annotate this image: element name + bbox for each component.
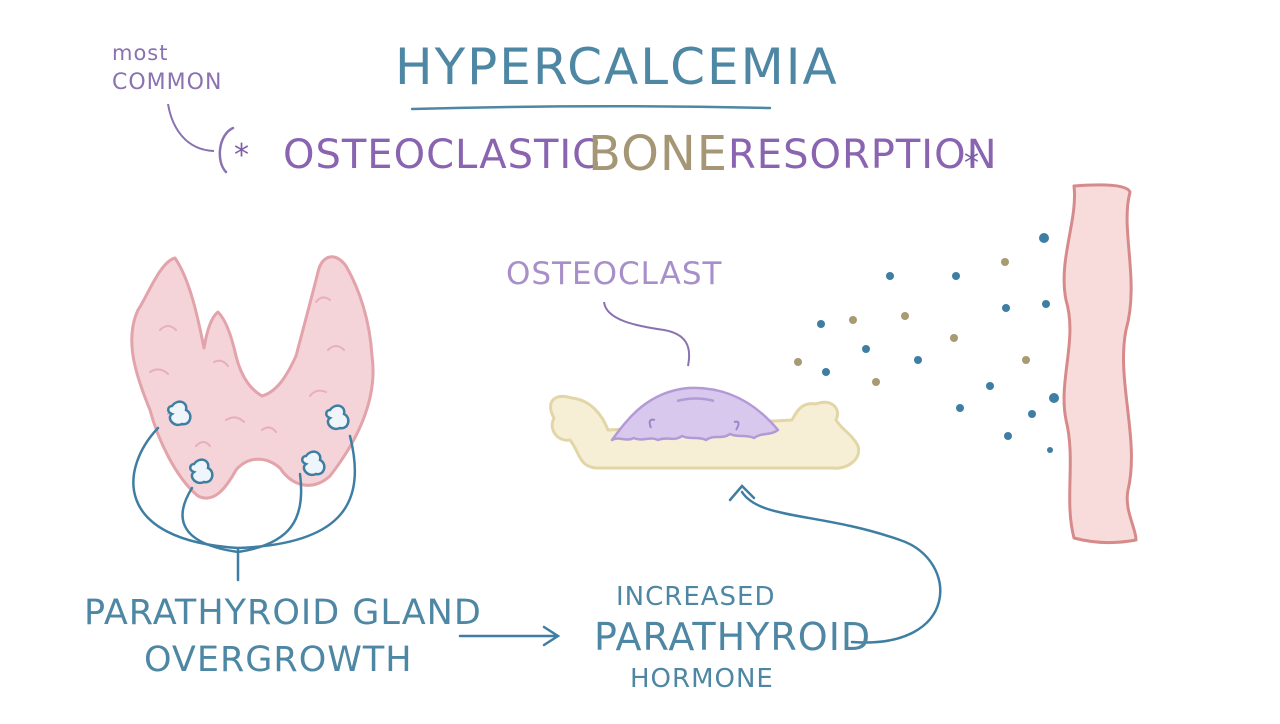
- parathyroid-nodule-4: [301, 450, 326, 477]
- subtitle-resorption: Resorption: [728, 132, 998, 178]
- subtitle-marker-left: *: [234, 138, 250, 173]
- subtitle-marker-right: *: [964, 146, 980, 181]
- subtitle-bracket: [218, 126, 235, 174]
- effect-label-line-3: Hormone: [630, 664, 774, 694]
- subtitle-bone: Bone: [588, 126, 729, 182]
- thyroid-body: [130, 255, 375, 500]
- diagram-title: Hypercalcemia: [395, 38, 839, 96]
- parathyroid-pointer-lines: [132, 426, 357, 582]
- thyroid-gland: [130, 255, 375, 500]
- effect-label-line-1: Increased: [616, 582, 776, 612]
- cause-label-line-2: Overgrowth: [144, 640, 413, 680]
- cause-arrow: [458, 625, 561, 647]
- hormone-arrow: [728, 484, 942, 644]
- osteoclast-label: Osteoclast: [506, 256, 723, 292]
- subtitle-osteoclastic: Osteoclastic: [283, 132, 602, 178]
- parathyroid-nodule-1: [167, 400, 192, 427]
- osteoclast-cell: [610, 386, 780, 442]
- effect-label-line-2: Parathyroid: [594, 615, 872, 659]
- annotation-line-2: common: [112, 70, 223, 95]
- blood-vessel: [1062, 183, 1138, 545]
- parathyroid-nodule-2: [189, 458, 214, 485]
- osteoclast-pointer: [603, 301, 691, 367]
- annotation-pointer: [167, 103, 215, 152]
- title-underline: [410, 104, 772, 111]
- cause-label-line-1: Parathyroid Gland: [84, 593, 482, 633]
- parathyroid-nodule-3: [325, 404, 350, 431]
- annotation-line-1: most: [112, 41, 169, 65]
